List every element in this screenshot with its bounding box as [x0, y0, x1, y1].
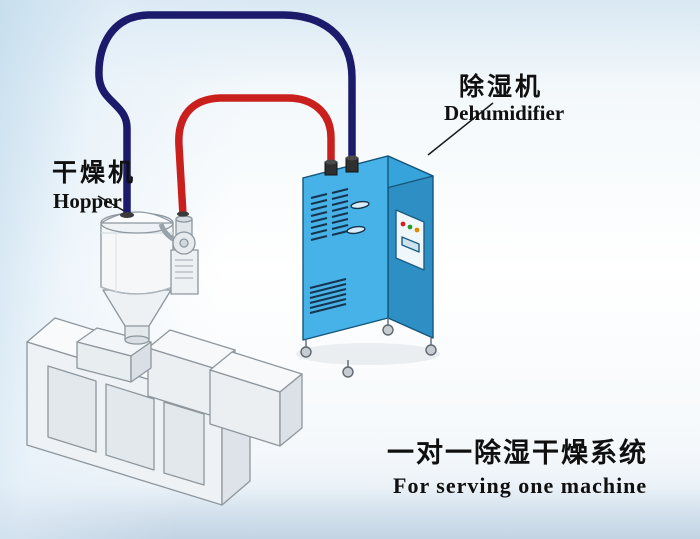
hopper-cone: [102, 289, 172, 327]
machine-door: [105, 383, 155, 471]
machine-door: [163, 401, 205, 486]
indicator-light-red: [400, 221, 406, 227]
dehumidifier-label-zh: 除湿机: [459, 72, 544, 101]
dehumidifier-shadow: [296, 343, 440, 365]
front-oval-vent: [346, 225, 366, 235]
caster-wheel: [382, 324, 394, 336]
hopper-label-en: Hopper: [53, 189, 122, 213]
caster-wheels: [300, 318, 437, 378]
hopper-lid-dome: [100, 211, 174, 224]
extruder-machine: [26, 317, 303, 506]
caster-wheel: [425, 344, 437, 356]
dehumidifier-label-en: Dehumidifier: [444, 101, 565, 125]
vent-grid-bottom: [309, 278, 347, 314]
hopper-pointer-line: [97, 195, 127, 213]
indicator-light-green: [407, 224, 413, 230]
caster-wheel: [300, 346, 312, 358]
caption-zh: 一对一除湿干燥系统: [387, 438, 648, 469]
hopper-dryer: [100, 211, 199, 345]
supply-air-pipe: [175, 94, 335, 216]
machine-door: [47, 365, 97, 453]
machine-die-box-right: [279, 373, 303, 447]
indicator-light-amber: [414, 227, 420, 233]
front-oval-vent: [350, 200, 370, 210]
dehumidifier-unit: [300, 155, 437, 378]
blower-pipe-collar: [177, 211, 189, 217]
hopper-label-zh: 干燥机: [52, 158, 137, 187]
hopper-pedestal-right: [130, 341, 152, 383]
dehumidifier-pointer-line: [427, 102, 494, 156]
caster-wheel: [342, 366, 354, 378]
return-air-pipe: [95, 11, 356, 217]
vent-grid-top: [310, 188, 349, 241]
hopper-pipe-collar: [120, 212, 134, 218]
caption-en: For serving one machine: [393, 473, 648, 498]
panel-display: [401, 236, 420, 253]
